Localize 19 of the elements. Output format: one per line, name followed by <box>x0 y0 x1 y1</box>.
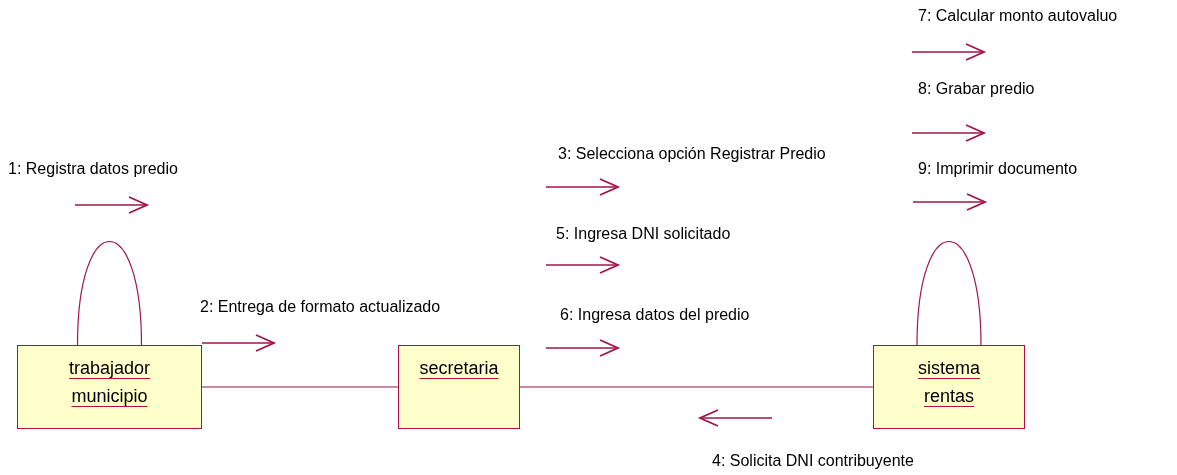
object-name: trabajador municipio <box>67 357 152 408</box>
message-label: 1: Registra datos predio <box>8 159 178 179</box>
object-name: secretaria <box>418 357 500 380</box>
self-link-loop <box>916 240 982 346</box>
message-label: 4: Solicita DNI contribuyente <box>712 451 914 471</box>
message-label: 3: Selecciona opción Registrar Predio <box>558 144 826 164</box>
message-label: 9: Imprimir documento <box>918 159 1078 179</box>
self-link-loop <box>76 240 143 346</box>
link-line <box>201 386 399 388</box>
message-label: 5: Ingresa DNI solicitado <box>556 224 731 244</box>
object-box <box>398 345 520 429</box>
message-label: 8: Grabar predio <box>918 79 1035 99</box>
message-label: 6: Ingresa datos del predio <box>560 305 750 325</box>
object-name: sistema rentas <box>917 357 981 408</box>
message-label: 2: Entrega de formato actualizado <box>200 297 441 317</box>
object-box <box>873 345 1025 429</box>
message-label: 7: Calcular monto autovaluo <box>918 6 1118 26</box>
object-box <box>17 345 202 429</box>
link-line <box>519 386 874 388</box>
